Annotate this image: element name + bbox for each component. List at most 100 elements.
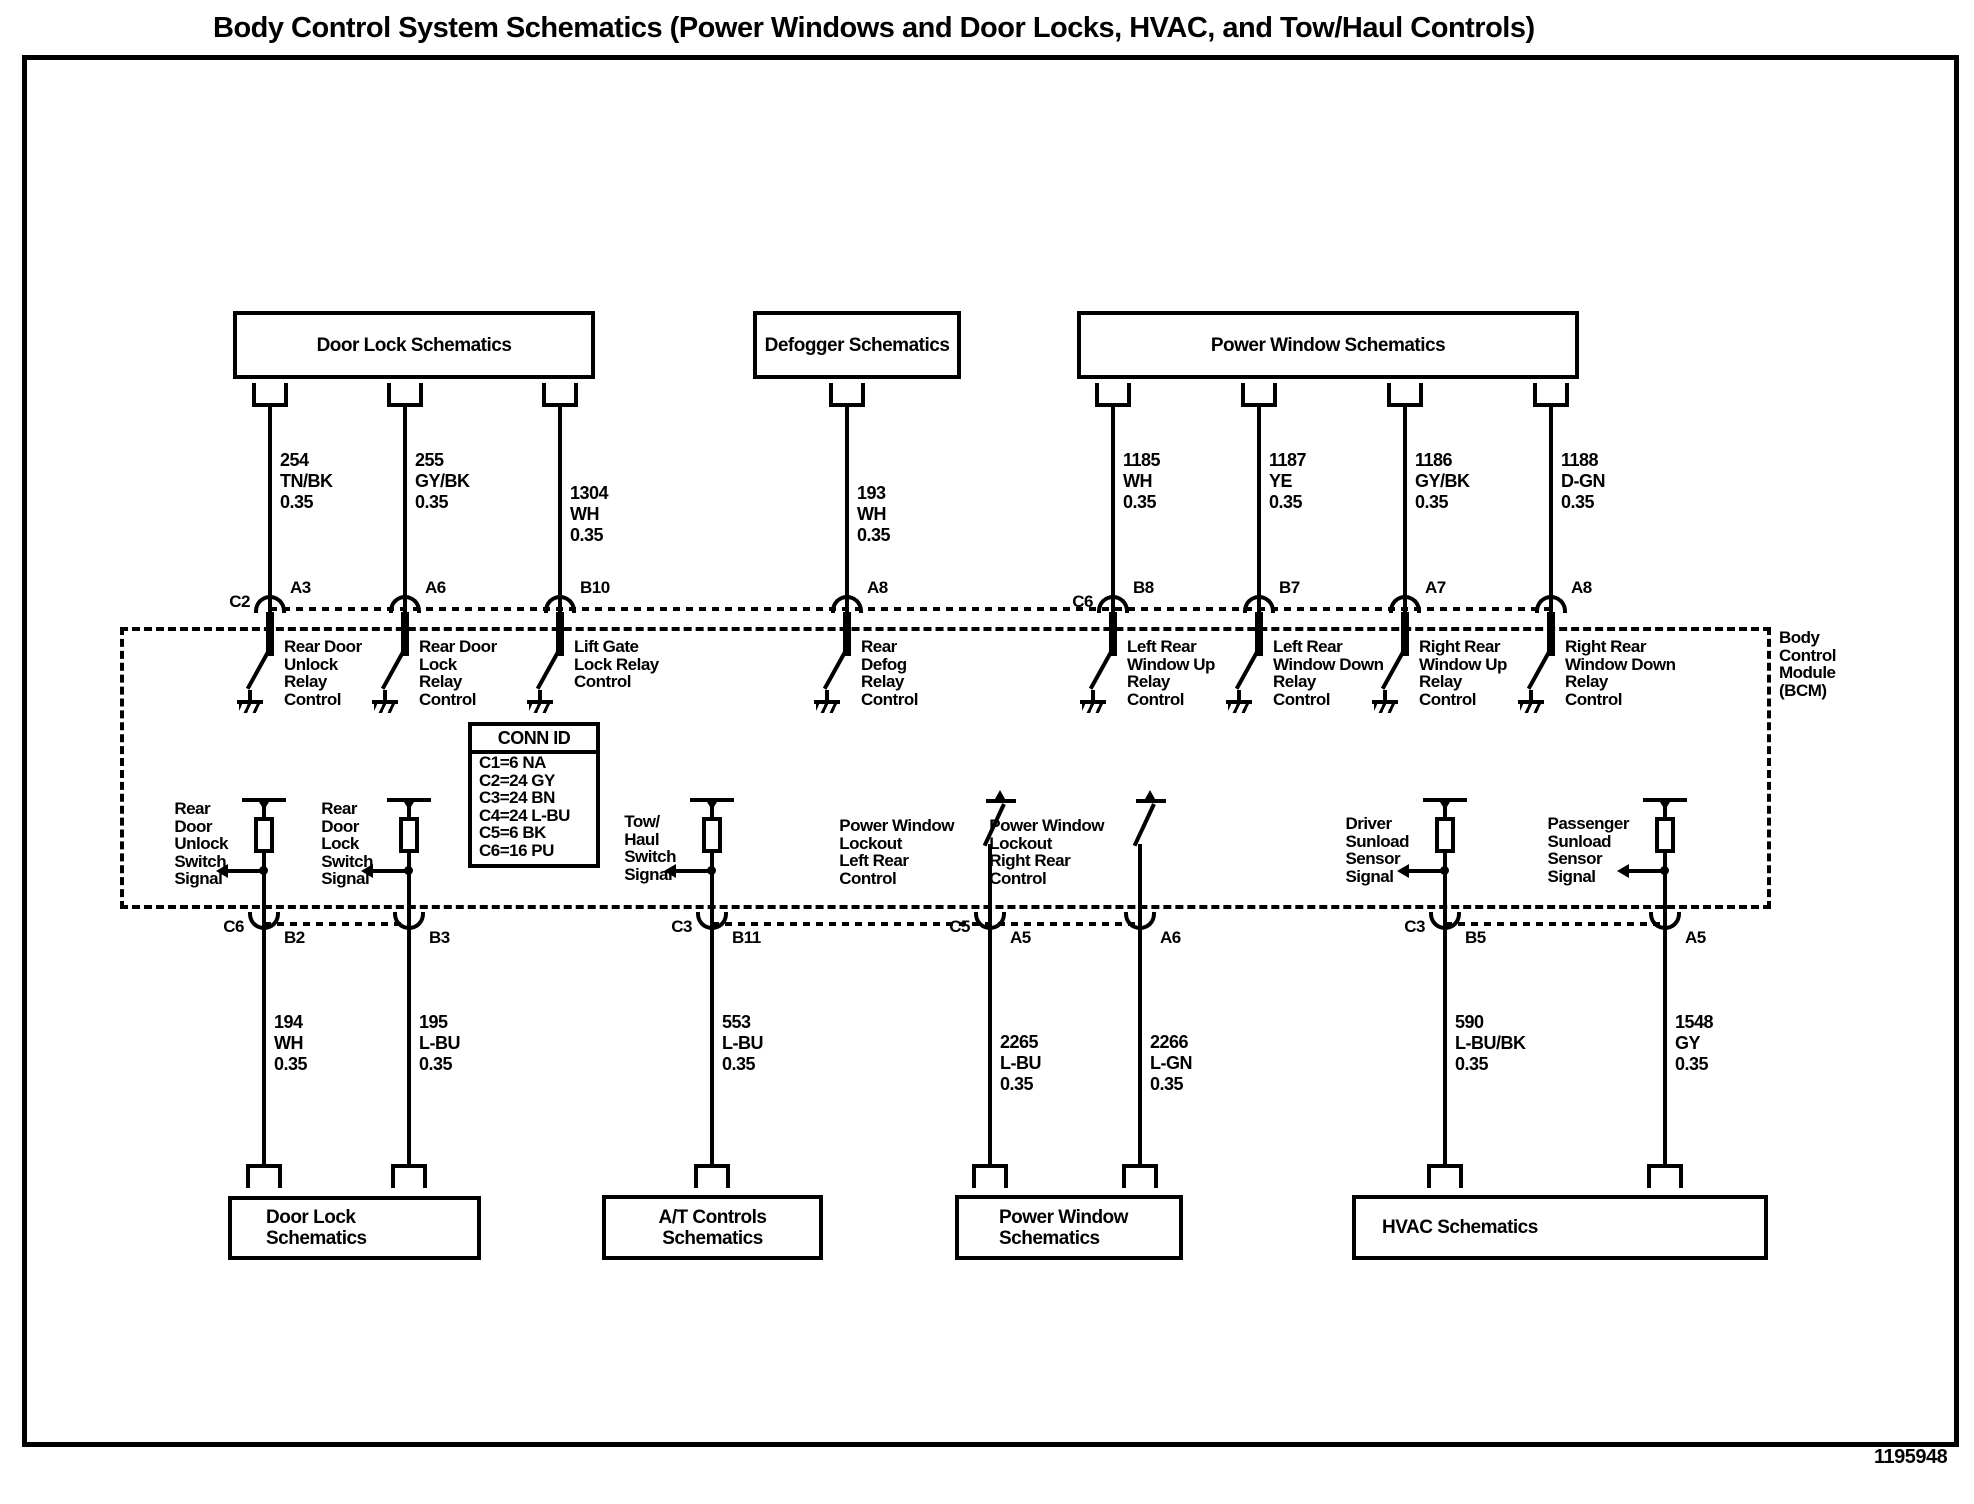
connector-row-dotted-line-bottom-2 — [712, 922, 1140, 926]
conn-id-row: C3=24 BN — [479, 788, 555, 807]
top-box-power-window-schematics: Power Window Schematics — [1077, 311, 1579, 379]
wire-segment — [558, 406, 562, 612]
wire-segment — [710, 800, 714, 1166]
connector-row-dotted-line-bottom-1 — [264, 922, 409, 926]
pin-id: B10 — [580, 578, 610, 597]
offpage-bracket-icon — [1387, 383, 1423, 407]
pin-stub — [843, 612, 851, 656]
offpage-bracket-icon — [829, 383, 865, 407]
pin-id: B11 — [732, 928, 761, 947]
body-control-module-outline — [120, 627, 1771, 909]
offpage-bracket-icon — [246, 1164, 282, 1188]
pin-id: A5 — [1010, 928, 1031, 947]
bcm-function-label: Lift Gate Lock Relay Control — [574, 637, 659, 691]
page-title: Body Control System Schematics (Power Wi… — [213, 12, 1535, 44]
wire-segment — [407, 800, 411, 1166]
bcm-function-label: Rear Door Unlock Relay Control — [284, 637, 362, 709]
offpage-bracket-icon — [1647, 1164, 1683, 1188]
wire-segment — [262, 800, 266, 1166]
pin-stub — [556, 612, 564, 656]
pin-stub — [1109, 612, 1117, 656]
connector-icon — [1243, 595, 1275, 613]
wire-segment — [1257, 406, 1261, 612]
signal-arrow-icon — [1617, 864, 1669, 878]
box-label: Power Window Schematics — [999, 1206, 1128, 1249]
top-box-door-lock-schematics: Door Lock Schematics — [233, 311, 595, 379]
connector-icon — [248, 912, 280, 930]
pin-stub — [266, 612, 274, 656]
connector-row-dotted-line-bottom-3 — [1445, 922, 1665, 926]
pin-stub — [401, 612, 409, 656]
bcm-function-label: Power Window Lockout Left Rear Control — [839, 816, 954, 888]
wire-segment — [1549, 406, 1553, 612]
ground-icon — [1080, 690, 1106, 714]
bcm-function-label: Rear Door Lock Relay Control — [419, 637, 497, 709]
offpage-bracket-icon — [1122, 1164, 1158, 1188]
resistor-icon — [399, 817, 419, 853]
conn-id-header: CONN ID — [472, 726, 596, 754]
connector-id: C6 — [1072, 592, 1093, 611]
offpage-bracket-icon — [1095, 383, 1131, 407]
connector-icon — [1429, 912, 1461, 930]
connector-id: C3 — [671, 917, 692, 936]
signal-arrow-icon — [1397, 864, 1449, 878]
switch-arrow-icon — [986, 790, 1016, 803]
connector-icon — [1535, 595, 1567, 613]
wire-segment — [268, 406, 272, 612]
bcm-function-label: Left Rear Window Up Relay Control — [1127, 637, 1215, 709]
top-box-defogger-schematics: Defogger Schematics — [753, 311, 961, 379]
drawing-number: 1195948 — [1874, 1446, 1948, 1468]
ground-icon — [814, 690, 840, 714]
offpage-bracket-icon — [1427, 1164, 1463, 1188]
offpage-bracket-icon — [542, 383, 578, 407]
ground-icon — [1226, 690, 1252, 714]
connector-icon — [254, 595, 286, 613]
pin-id: A7 — [1425, 578, 1446, 597]
pin-id: A6 — [425, 578, 446, 597]
wire-segment — [988, 844, 992, 1166]
switch-arrow-icon — [1136, 790, 1166, 803]
offpage-bracket-icon — [1533, 383, 1569, 407]
wire-segment — [1403, 406, 1407, 612]
connector-icon — [696, 912, 728, 930]
box-label: A/T Controls Schematics — [658, 1206, 768, 1249]
signal-arrow-icon — [216, 864, 268, 878]
ground-icon — [527, 690, 553, 714]
connector-icon — [1389, 595, 1421, 613]
bcm-function-label: Right Rear Window Down Relay Control — [1565, 637, 1676, 709]
ground-icon — [237, 690, 263, 714]
bottom-box-power-window-schematics: Power Window Schematics — [955, 1195, 1183, 1260]
conn-id-row: C6=16 PU — [479, 840, 554, 860]
connector-icon — [974, 912, 1006, 930]
conn-id-row: C4=24 L-BU — [479, 805, 570, 825]
box-label: Door Lock Schematics — [266, 1207, 367, 1249]
pin-id: B7 — [1279, 578, 1300, 597]
signal-arrow-icon — [664, 864, 716, 878]
bottom-box-door-lock-schematics: Door Lock Schematics — [228, 1196, 481, 1260]
bcm-function-label: Rear Defog Relay Control — [861, 637, 918, 709]
conn-id-row: C2=24 GY — [479, 770, 555, 790]
connector-icon — [1124, 912, 1156, 930]
resistor-icon — [254, 817, 274, 853]
voltage-bar-icon — [242, 798, 286, 810]
connector-icon — [544, 595, 576, 613]
bcm-function-label: Left Rear Window Down Relay Control — [1273, 637, 1384, 709]
conn-id-row: C1=6 NA — [479, 753, 546, 772]
pin-id: A3 — [290, 578, 311, 597]
bcm-function-label: Tow/ Haul Switch Signal — [624, 812, 676, 884]
connector-icon — [1649, 912, 1681, 930]
conn-id-row: C5=6 BK — [479, 823, 546, 842]
conn-id-table: CONN ID C1=6 NA C2=24 GY C3=24 BN C4=24 … — [468, 722, 600, 868]
